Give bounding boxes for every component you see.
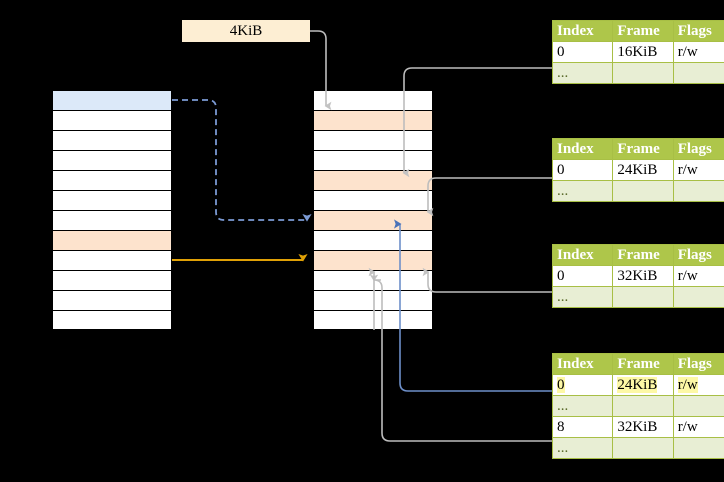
page-table-row: ...	[551, 437, 724, 459]
column-header-flags: Flags	[672, 353, 724, 375]
cell-flags: r/w	[672, 159, 724, 181]
column-header-flags: Flags	[672, 244, 724, 266]
cell-flags	[672, 437, 724, 459]
cell-frame: 32KiB	[612, 265, 674, 287]
wire-l1row8-to-frame	[369, 278, 552, 442]
physical-memory-row	[313, 110, 433, 130]
cell-index: 8	[551, 416, 614, 438]
cell-frame	[612, 437, 674, 459]
column-header-frame: Frame	[612, 20, 674, 42]
cell-index: 0	[551, 265, 614, 287]
cell-frame: 24KiB	[612, 159, 674, 181]
virtual-memory-row	[52, 190, 172, 210]
physical-memory-row	[313, 90, 433, 110]
cell-frame	[612, 62, 674, 84]
cell-index: ...	[551, 286, 614, 308]
physical-memory-row	[313, 230, 433, 250]
cell-flags	[672, 62, 724, 84]
wire-l2-to-frame	[422, 267, 552, 293]
page-table-row: ...	[551, 286, 724, 308]
virtual-memory-row	[52, 210, 172, 230]
physical-memory-row	[313, 190, 433, 210]
cell-index: ...	[551, 180, 614, 202]
cell-flags	[672, 286, 724, 308]
virtual-memory-row	[52, 310, 172, 330]
virtual-memory-row	[52, 250, 172, 270]
physical-memory-row	[313, 290, 433, 310]
cell-frame	[612, 180, 674, 202]
wire-virtual-to-frame	[172, 99, 312, 222]
cell-frame: 32KiB	[612, 416, 674, 438]
wire-l4-to-frame	[402, 67, 552, 178]
cell-flags: r/w	[672, 416, 724, 438]
page-size-label: 4KiB	[182, 20, 310, 42]
cell-frame	[612, 286, 674, 308]
cell-index: ...	[551, 437, 614, 459]
highlighted-value: 24KiB	[617, 376, 658, 393]
column-header-index: Index	[551, 244, 614, 266]
highlighted-value: r/w	[677, 376, 698, 393]
wire-l3-to-frame	[426, 177, 552, 217]
column-header-index: Index	[551, 138, 614, 160]
page-table-row: ...	[551, 395, 724, 417]
cell-flags: r/w	[672, 374, 724, 396]
virtual-memory-row	[52, 90, 172, 110]
physical-memory-row	[313, 310, 433, 330]
wire-pagesize-to-frame	[310, 30, 332, 111]
physical-memory-row	[313, 130, 433, 150]
highlighted-value: 0	[557, 376, 565, 393]
physical-memory-row	[313, 250, 433, 270]
virtual-memory-row	[52, 230, 172, 250]
cell-index: ...	[551, 62, 614, 84]
column-header-frame: Frame	[612, 353, 674, 375]
wire-l1row0-to-frame	[394, 219, 552, 392]
cell-frame	[612, 395, 674, 417]
virtual-memory-row	[52, 110, 172, 130]
page-table-row: ...	[551, 62, 724, 84]
column-header-index: Index	[551, 20, 614, 42]
virtual-memory-row	[52, 270, 172, 290]
physical-memory-row	[313, 210, 433, 230]
virtual-memory-row	[52, 290, 172, 310]
cell-frame: 16KiB	[612, 41, 674, 63]
page-table-row: ...	[551, 180, 724, 202]
virtual-address-column	[52, 90, 172, 330]
column-header-flags: Flags	[672, 20, 724, 42]
virtual-memory-row	[52, 170, 172, 190]
physical-memory-row	[313, 150, 433, 170]
physical-memory-column	[313, 90, 433, 330]
virtual-memory-row	[52, 150, 172, 170]
cell-flags: r/w	[672, 265, 724, 287]
virtual-memory-row	[52, 130, 172, 150]
column-header-flags: Flags	[672, 138, 724, 160]
cell-flags	[672, 180, 724, 202]
